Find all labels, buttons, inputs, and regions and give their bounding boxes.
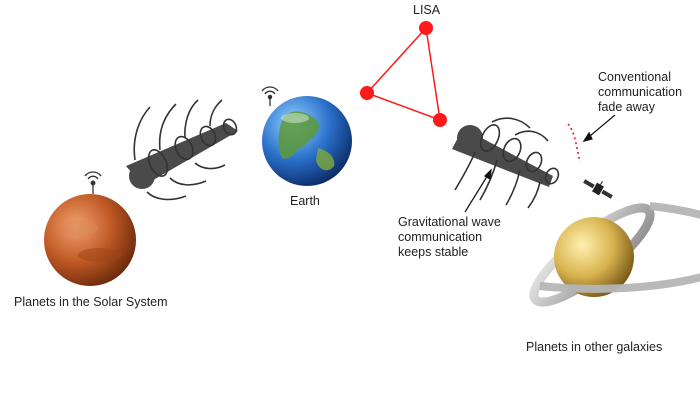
label-planets-other-galaxies: Planets in other galaxies bbox=[526, 340, 663, 354]
gw-line-2: communication bbox=[398, 230, 483, 244]
lisa-triangle bbox=[360, 21, 447, 127]
gw-line-3: keeps stable bbox=[398, 245, 469, 259]
satellite-icon bbox=[583, 179, 613, 199]
antenna-icon bbox=[84, 171, 102, 194]
exoplanet-saturn bbox=[529, 202, 700, 307]
earth-planet bbox=[262, 96, 352, 186]
label-earth: Earth bbox=[290, 194, 320, 208]
label-lisa: LISA bbox=[413, 3, 441, 17]
conventional-line-1: Conventional bbox=[598, 70, 671, 84]
gravitational-wave-beam-right bbox=[452, 117, 560, 209]
conventional-line-2: communication bbox=[598, 85, 683, 99]
conventional-arrow bbox=[582, 114, 616, 142]
label-planets-solar-system: Planets in the Solar System bbox=[14, 295, 168, 309]
gw-arrow bbox=[464, 168, 492, 213]
gravitational-wave-beam-left bbox=[126, 99, 238, 201]
conventional-line-3: fade away bbox=[598, 100, 655, 114]
gw-line-1: Gravitational wave bbox=[398, 215, 501, 229]
solar-system-planet bbox=[44, 194, 136, 286]
antenna-icon bbox=[261, 86, 279, 106]
label-conventional-communication: Conventional communication fade away bbox=[598, 70, 698, 115]
conventional-signal-fading bbox=[567, 123, 581, 163]
label-gravitational-wave-communication: Gravitational wave communication keeps s… bbox=[398, 215, 538, 260]
